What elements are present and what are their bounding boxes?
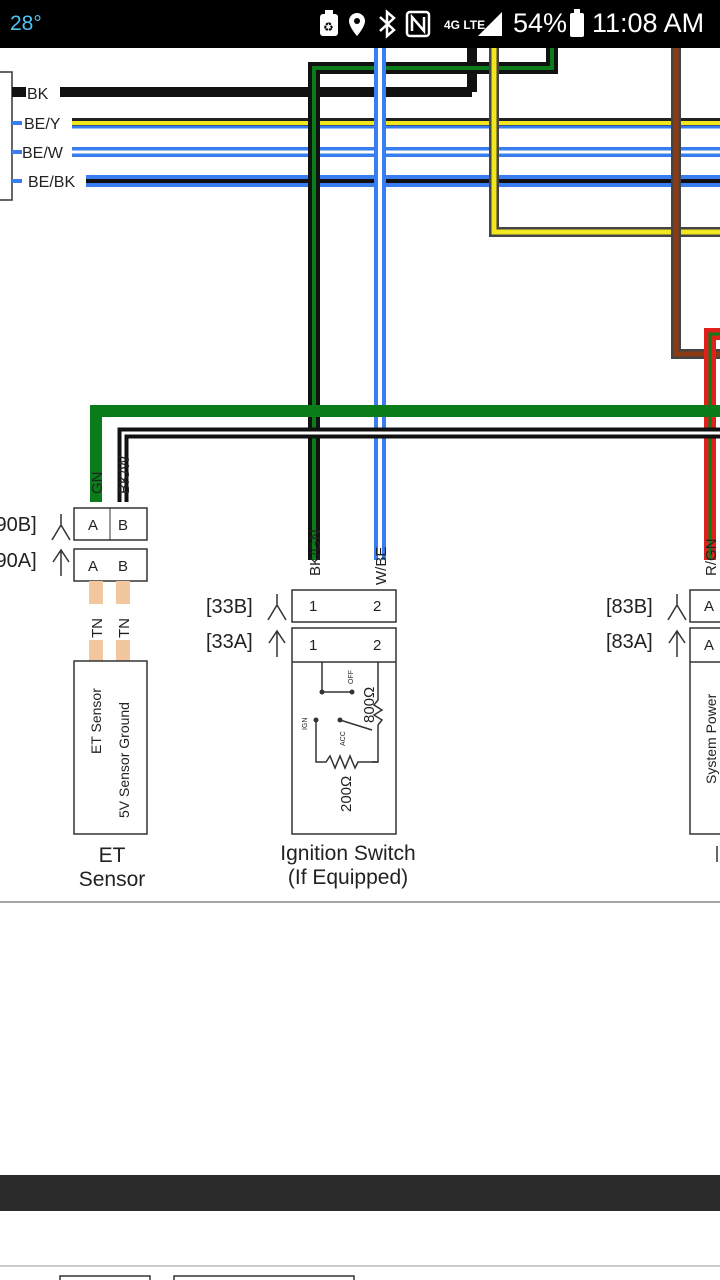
label-tn-a: TN (89, 618, 106, 638)
location-icon (349, 13, 365, 36)
label-bk: BK (27, 86, 49, 103)
et-sensor-pin-label: ET Sensor (88, 688, 104, 754)
et-sensor-component[interactable]: ET Sensor 5V Sensor Ground (73, 660, 148, 835)
et-sensor-caption-1: ET (99, 844, 126, 867)
nfc-icon (405, 10, 431, 38)
label-be-bk: BE/BK (28, 174, 75, 191)
resistor-800-label: 800Ω (361, 687, 378, 723)
label-33a: [33A] (206, 631, 253, 653)
battery-percent: 54% (513, 8, 568, 38)
signal-icon (478, 12, 502, 36)
wire-gn (90, 405, 720, 502)
label-33b: [33B] (206, 596, 253, 618)
label-tn-b: TN (116, 618, 133, 638)
label-w-be: W/BE (373, 547, 390, 585)
label-be-y: BE/Y (24, 116, 61, 133)
wire-gn-top (308, 48, 558, 560)
network-icon: 4G LTE (444, 18, 485, 32)
status-bar: 28° ♻ 4G LTE 54% 11:08 AM (0, 0, 720, 48)
left-connector-box (0, 71, 13, 201)
wire-r-gn (704, 328, 720, 560)
svg-text:A: A (704, 637, 714, 654)
svg-text:2: 2 (373, 637, 381, 654)
pin-symbol-33a (268, 629, 286, 657)
svg-text:♻: ♻ (323, 20, 334, 34)
svg-text:B: B (118, 517, 128, 534)
ignition-caption-1: Ignition Switch (280, 842, 415, 865)
resistor-200-label: 200Ω (338, 776, 355, 812)
svg-text:A: A (88, 558, 98, 575)
wire-be-y (12, 118, 720, 129)
svg-text:A: A (704, 598, 714, 615)
off-label: OFF (348, 670, 355, 684)
et-sensor-caption-2: Sensor (79, 868, 146, 891)
status-icons: ♻ 4G LTE (320, 9, 584, 39)
label-be-w: BE/W (22, 145, 64, 162)
svg-text:1: 1 (309, 637, 317, 654)
system-power-component[interactable]: A System Power (689, 627, 720, 835)
acc-label: ACC (340, 731, 347, 746)
label-gn: GN (89, 472, 106, 495)
label-r-gn: R/GN (703, 539, 720, 577)
wire-bk-w (117, 427, 720, 502)
system-power-label: System Power (703, 693, 719, 784)
ignition-connector-33b[interactable]: 1 2 (291, 589, 397, 623)
ignition-switch-component[interactable]: 1 2 OFF IGN ACC 800Ω 200Ω (291, 627, 397, 835)
clock-time: 11:08 AM (592, 8, 705, 38)
wire-tn (86, 581, 133, 661)
svg-text:4G LTE: 4G LTE (444, 18, 485, 32)
label-83a: [83A] (606, 631, 653, 653)
label-bk-w: BK/W (116, 455, 133, 494)
label-bk-gn: BK/GN (307, 529, 324, 576)
bluetooth-icon (379, 9, 396, 39)
wiring-diagram[interactable]: BK BE/Y BE/W BE/BK GN BK/W BK/GN W/BE R/… (0, 48, 720, 1280)
wire-brown (671, 48, 720, 359)
svg-text:B: B (118, 558, 128, 575)
label-83b: [83B] (606, 596, 653, 618)
svg-text:1: 1 (309, 598, 317, 615)
svg-text:2: 2 (373, 598, 381, 615)
socket-symbol-90b (51, 514, 71, 541)
scroll-divider-bar (0, 1175, 720, 1211)
svg-text:A: A (88, 517, 98, 534)
socket-symbol-83b (667, 594, 687, 621)
pin-symbol-83a (668, 629, 686, 657)
5v-sensor-ground-label: 5V Sensor Ground (116, 702, 132, 818)
label-90b: [90B] (0, 514, 37, 536)
wire-y-loop (489, 48, 720, 237)
notification-icon: ♻ (320, 10, 338, 36)
et-connector-90a[interactable]: A B (73, 548, 148, 582)
footer-box-1 (59, 1275, 151, 1280)
temperature-text: 28° (10, 12, 42, 35)
battery-icon (570, 9, 584, 37)
label-90a: [90A] (0, 550, 37, 572)
socket-symbol-33b (267, 594, 287, 621)
et-connector-90b[interactable]: A B (73, 507, 148, 541)
pin-symbol-90a (52, 548, 70, 576)
ign-label: IGN (302, 718, 309, 730)
footer-box-2 (173, 1275, 355, 1280)
ignition-caption-2: (If Equipped) (288, 866, 408, 889)
system-power-connector-83b[interactable]: A (689, 589, 720, 623)
